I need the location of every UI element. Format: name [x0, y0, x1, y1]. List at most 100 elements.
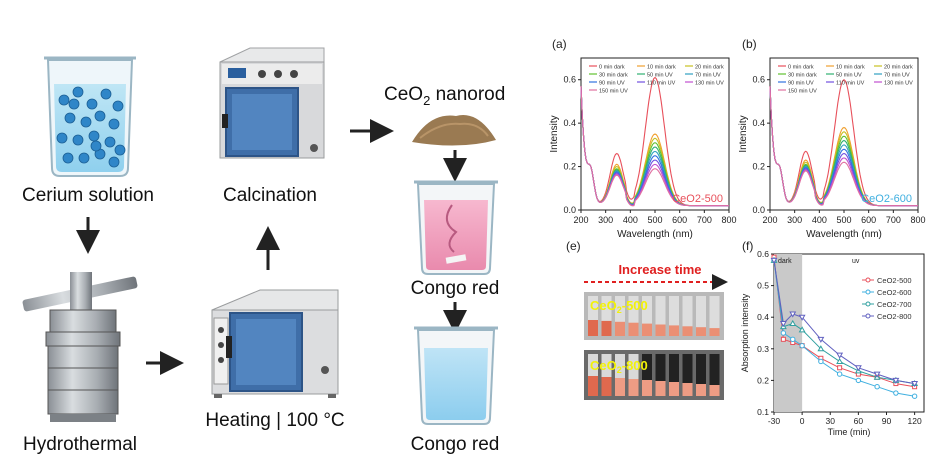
data-point: [780, 336, 786, 342]
vial: [655, 296, 666, 336]
data-point: [893, 390, 899, 396]
y-tick-label: 0.1: [757, 407, 769, 417]
legend-label: 20 min dark: [884, 65, 913, 71]
vial-label-800: CeO2-800: [590, 358, 648, 375]
x-tick-label: -30: [768, 416, 781, 426]
legend-marker: [865, 301, 871, 307]
vial: [588, 296, 598, 336]
data-point: [836, 357, 844, 364]
y-tick-label: 0.4: [757, 312, 769, 322]
vial-liquid: [642, 380, 652, 396]
data-point: [911, 381, 919, 388]
vial-liquid: [709, 385, 720, 396]
x-axis-label: Time (min): [828, 427, 871, 437]
particle: [108, 118, 120, 130]
x-tick-label: 300: [787, 215, 802, 225]
legend-label: 90 min UV: [599, 81, 625, 87]
data-point: [836, 352, 844, 359]
legend-label: 130 min UV: [695, 81, 724, 87]
data-point: [911, 393, 918, 399]
particle: [80, 116, 92, 128]
legend-marker: [865, 313, 871, 319]
legend-label: 150 min UV: [599, 89, 628, 95]
vial: [709, 296, 720, 336]
particle: [78, 152, 90, 164]
vial-liquid: [682, 383, 693, 396]
x-tick-label: 400: [812, 215, 827, 225]
x-tick-label: 300: [598, 215, 613, 225]
vial-liquid: [709, 328, 720, 336]
particle: [104, 136, 116, 148]
particle: [100, 88, 112, 100]
legend-label: 110 min UV: [647, 81, 676, 87]
cerium-particles: [56, 86, 126, 168]
particle: [58, 94, 70, 106]
vial: [669, 296, 679, 336]
vial-liquid: [588, 320, 598, 336]
vial: [669, 354, 679, 396]
panel-label-b: (b): [742, 37, 757, 51]
data-point: [817, 345, 825, 352]
x-tick-label: 800: [910, 215, 925, 225]
vial-liquid: [628, 322, 639, 336]
particle: [68, 98, 80, 110]
y-tick-label: 0.3: [757, 344, 769, 354]
y-tick-label: 0.5: [757, 281, 769, 291]
vial: [615, 296, 625, 336]
particle: [56, 132, 68, 144]
vial: [601, 296, 612, 336]
y-tick-label: 0.6: [757, 249, 769, 259]
y-axis-label: Intensity: [549, 115, 560, 152]
legend-label: 130 min UV: [884, 81, 913, 87]
particle: [86, 98, 98, 110]
autoclave-icon: [22, 272, 138, 422]
particle: [112, 100, 124, 112]
vial-liquid: [601, 320, 612, 336]
oven-icon: [211, 289, 339, 398]
x-tick-label: 60: [854, 416, 864, 426]
y-tick-label: 0.2: [757, 375, 769, 385]
legend-label: CeO2-800: [877, 312, 912, 321]
vial-liquid: [628, 379, 639, 396]
legend-label: CeO2-700: [877, 300, 912, 309]
data-point: [789, 319, 797, 327]
legend-label: 90 min UV: [788, 81, 814, 87]
legend-label: 30 min dark: [599, 73, 628, 79]
legend-label: 10 min dark: [836, 65, 865, 71]
vial: [615, 354, 625, 396]
data-point: [798, 326, 806, 333]
x-tick-label: 600: [672, 215, 687, 225]
clear-beaker-icon: [414, 326, 498, 425]
series-annotation: CeO2-500: [672, 193, 723, 205]
vial: [642, 354, 652, 396]
particle: [114, 144, 126, 156]
vial-liquid: [696, 384, 706, 396]
x-tick-label: 600: [861, 215, 876, 225]
spectrum-series-line: [769, 85, 918, 207]
uv-label: uv: [852, 258, 860, 265]
x-axis-label: Wavelength (nm): [617, 229, 693, 240]
panel-label-f: (f): [742, 239, 753, 253]
x-tick-label: 30: [826, 416, 836, 426]
x-axis-label: Wavelength (nm): [806, 229, 882, 240]
data-point: [818, 358, 824, 365]
legend-label: 150 min UV: [788, 89, 817, 95]
vials-500: [588, 296, 720, 336]
y-axis-label: Absorption intensity: [740, 293, 750, 372]
data-point: [790, 336, 796, 343]
vial-liquid: [655, 324, 666, 336]
legend-marker: [865, 289, 871, 295]
particle: [90, 140, 102, 152]
x-tick-label: 200: [762, 215, 777, 225]
vial: [588, 354, 598, 396]
y-tick-label: 0.2: [752, 162, 765, 172]
legend-label: 50 min UV: [836, 73, 862, 79]
cerium-solution-label: Cerium solution: [22, 185, 154, 206]
y-axis-label: Intensity: [738, 115, 749, 152]
x-tick-label: 0: [800, 416, 805, 426]
data-point: [799, 342, 805, 349]
vial: [655, 354, 666, 396]
vial: [642, 296, 652, 336]
legend-label: 110 min UV: [836, 81, 865, 87]
dark-label: dark: [778, 258, 792, 265]
